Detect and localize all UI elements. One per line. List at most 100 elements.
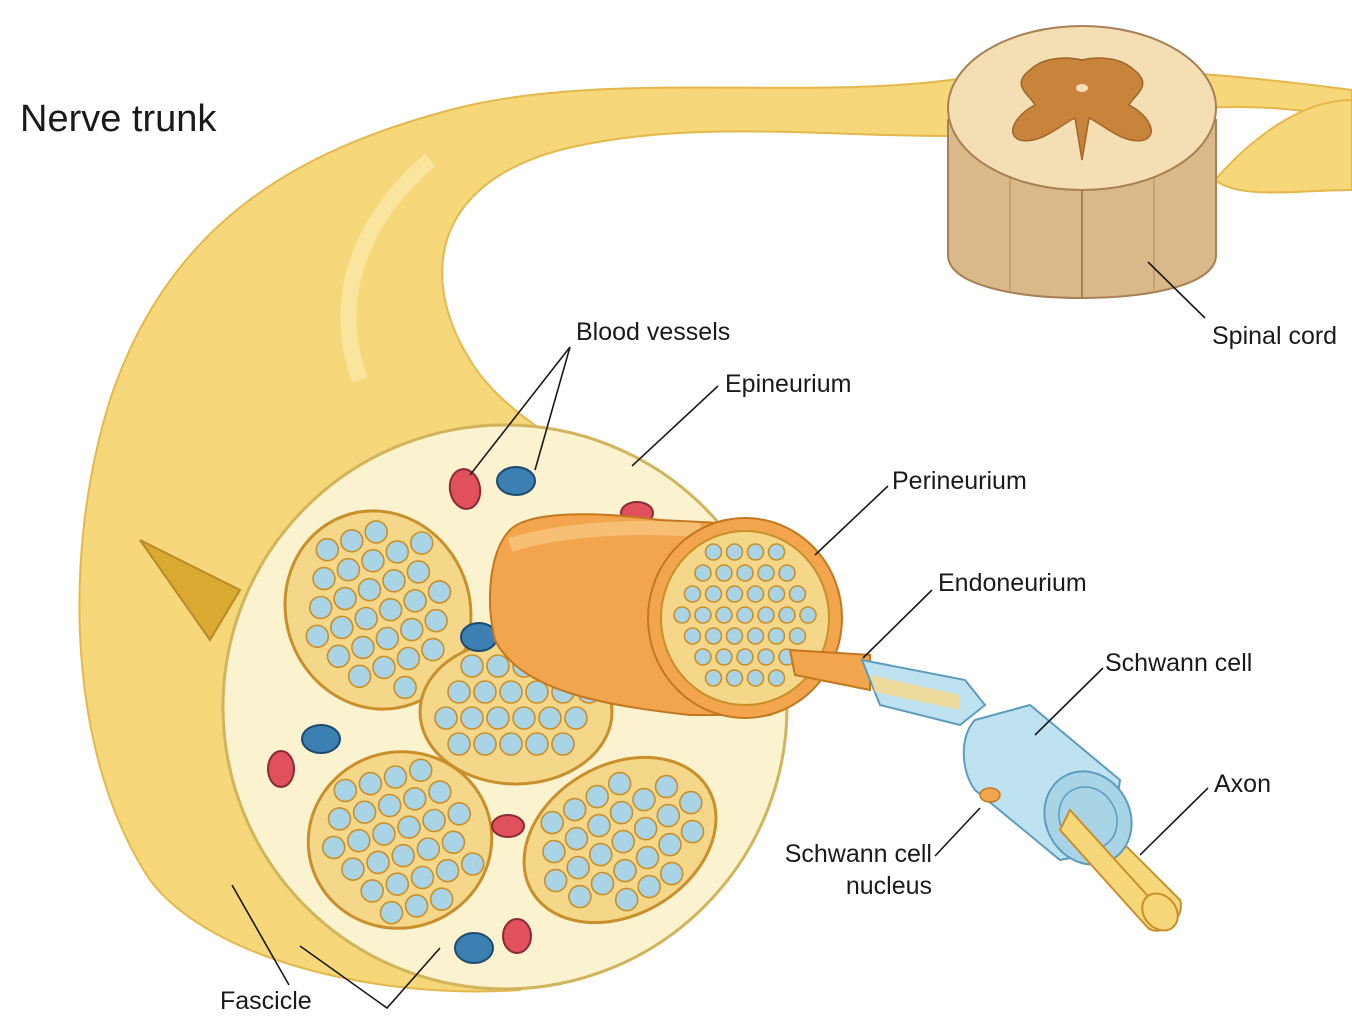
nerve-fiber: [769, 544, 785, 560]
nerve-fiber: [716, 565, 732, 581]
nerve-fiber: [404, 590, 426, 612]
nerve-fiber: [423, 810, 445, 832]
nerve-fiber: [661, 863, 683, 885]
nerve-fiber: [779, 565, 795, 581]
nerve-fiber: [487, 655, 509, 677]
nerve-fiber: [569, 886, 591, 908]
nerve-fiber: [380, 599, 402, 621]
nerve-fiber: [474, 681, 496, 703]
label-perineurium: Perineurium: [892, 467, 1027, 495]
nerve-fiber: [541, 812, 563, 834]
nerve-fiber: [398, 816, 420, 838]
nerve-fiber: [674, 607, 690, 623]
nerve-fiber: [616, 889, 638, 911]
nerve-fiber: [526, 733, 548, 755]
nerve-fiber: [342, 858, 364, 880]
nerve-fiber: [359, 773, 381, 795]
nerve-fiber: [361, 880, 383, 902]
nerve-fiber: [656, 776, 678, 798]
nerve-fiber: [727, 544, 743, 560]
nerve-fiber: [474, 733, 496, 755]
nerve-fiber: [354, 801, 376, 823]
nerve-fiber: [706, 586, 722, 602]
label-fascicle: Fascicle: [220, 987, 312, 1015]
nerve-fiber: [422, 639, 444, 661]
nerve-fiber: [341, 530, 363, 552]
nerve-fiber: [417, 838, 439, 860]
nerve-fiber: [706, 670, 722, 686]
nerve-fiber: [367, 851, 389, 873]
nerve-fiber: [379, 795, 401, 817]
nerve-fiber: [790, 628, 806, 644]
nerve-fiber: [359, 579, 381, 601]
nerve-fiber: [461, 707, 483, 729]
nerve-fiber: [331, 616, 353, 638]
label-blood-vessels: Blood vessels: [576, 318, 730, 346]
nerve-fiber: [407, 561, 429, 583]
nerve-fiber: [716, 649, 732, 665]
nerve-fiber: [337, 559, 359, 581]
nerve-fiber: [706, 544, 722, 560]
nerve-fiber: [448, 733, 470, 755]
nerve-fiber: [727, 586, 743, 602]
nerve-fiber: [355, 608, 377, 630]
nerve-fiber: [695, 565, 711, 581]
nerve-fiber: [412, 867, 434, 889]
nerve-fiber: [637, 847, 659, 869]
nerve-fiber: [706, 628, 722, 644]
nerve-fiber: [306, 625, 328, 647]
nerve-fiber: [461, 655, 483, 677]
nerve-fiber: [500, 733, 522, 755]
nerve-fiber: [588, 815, 610, 837]
nerve-fiber: [386, 541, 408, 563]
nerve-fiber: [758, 607, 774, 623]
nerve-fiber: [316, 539, 338, 561]
nerve-fiber: [448, 803, 470, 825]
nerve-fiber: [612, 831, 634, 853]
label-spinal-cord: Spinal cord: [1212, 322, 1337, 350]
nerve-fiber: [313, 568, 335, 590]
label-endoneurium: Endoneurium: [938, 569, 1087, 597]
nerve-fiber: [611, 802, 633, 824]
nerve-fiber: [659, 834, 681, 856]
diagram-title: Nerve trunk: [20, 98, 217, 140]
nerve-fiber: [352, 636, 374, 658]
vein: [497, 467, 535, 495]
nerve-fiber: [334, 780, 356, 802]
nerve-fiber: [381, 902, 403, 924]
nerve-fiber: [323, 836, 345, 858]
nerve-fiber: [437, 860, 459, 882]
nerve-fiber: [680, 792, 702, 814]
nerve-fiber: [362, 550, 384, 572]
nerve-fiber: [682, 821, 704, 843]
nerve-fiber: [685, 586, 701, 602]
nerve-fiber: [543, 841, 565, 863]
nerve-fiber: [401, 619, 423, 641]
nerve-fiber: [310, 597, 332, 619]
nerve-fiber: [545, 870, 567, 892]
nerve-fiber: [716, 607, 732, 623]
nerve-fiber: [800, 607, 816, 623]
nerve-fiber: [748, 670, 764, 686]
nerve-fiber: [429, 581, 451, 603]
nerve-fiber: [769, 628, 785, 644]
nerve-fiber: [328, 645, 350, 667]
nerve-fiber: [769, 670, 785, 686]
label-axon: Axon: [1214, 770, 1271, 798]
nerve-fiber: [394, 676, 416, 698]
vein: [302, 725, 340, 753]
nerve-fiber: [329, 808, 351, 830]
nerve-fiber: [695, 649, 711, 665]
nerve-fiber: [513, 707, 535, 729]
nerve-fiber: [779, 607, 795, 623]
schwann-cell-nucleus: [980, 788, 1000, 802]
nerve-fiber: [633, 789, 655, 811]
nerve-fiber: [695, 607, 711, 623]
nerve-fiber: [748, 586, 764, 602]
nerve-fiber: [349, 665, 371, 687]
nerve-fiber: [442, 831, 464, 853]
vein: [455, 933, 493, 963]
nerve-fiber: [406, 895, 428, 917]
nerve-fiber: [657, 805, 679, 827]
